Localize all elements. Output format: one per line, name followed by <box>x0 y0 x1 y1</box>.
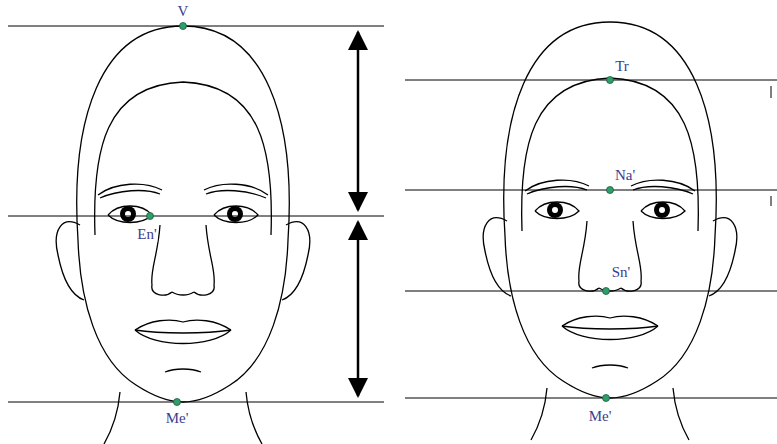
landmark-label: Tr <box>614 58 630 74</box>
landmark-label: En' <box>136 226 157 242</box>
landmark-label: V <box>177 3 190 19</box>
landmark-label: Sn' <box>611 264 632 280</box>
landmark-label: Na' <box>614 167 636 183</box>
landmark-label: Me' <box>588 408 613 424</box>
landmark-label: Me' <box>165 410 190 426</box>
